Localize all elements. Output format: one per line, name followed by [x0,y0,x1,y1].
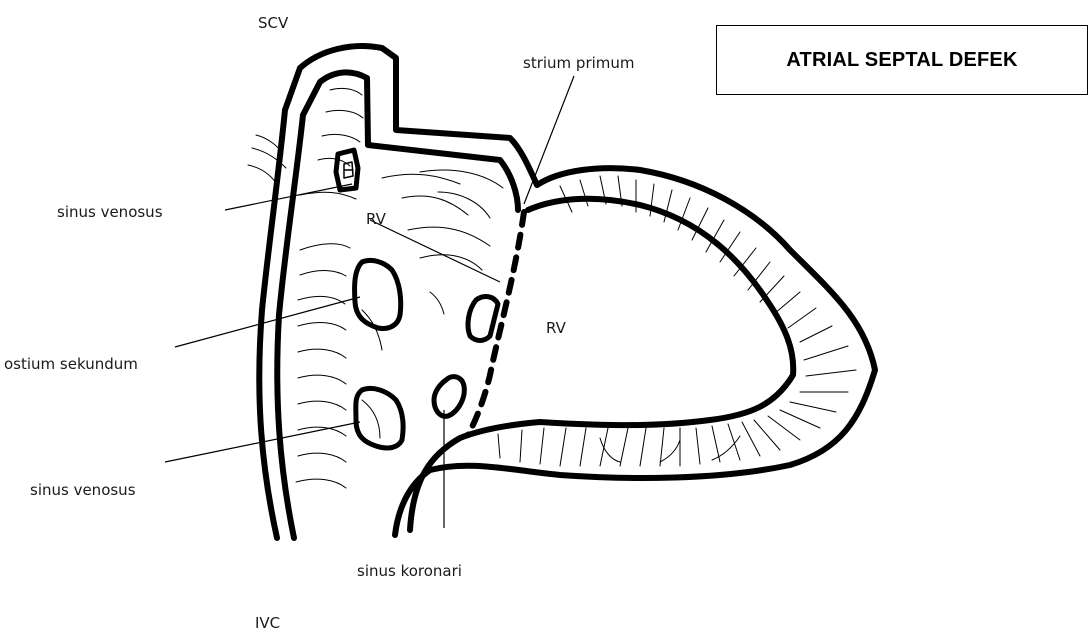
label-rv-upper: RV [366,210,387,228]
label-ostium-sekundum: ostium sekundum [4,355,138,373]
atrium-outer-wall [259,46,875,538]
ventricle-inner-wall [410,199,793,530]
label-scv: SCV [258,14,289,32]
defects [336,150,498,448]
ostium-sekundum-defect [355,260,401,328]
label-sinus-venosus-top: sinus venosus [57,203,163,221]
primum-defect [468,297,498,341]
label-ivc: IVC [255,614,280,632]
leader-sinus-venosus-top [225,184,352,210]
label-sinus-venosus-bottom: sinus venosus [30,481,136,499]
leader-ostium-sekundum [175,297,360,347]
sinus-venosus-bottom-defect [356,388,403,448]
labels: SCV strium primum sinus venosus RV RV os… [4,14,635,632]
label-strium-primum: strium primum [523,54,635,72]
leader-strium-primum [524,76,574,204]
label-sinus-koronari: sinus koronari [357,562,462,580]
leader-rv-upper [370,220,500,282]
septum-dashed [468,212,524,435]
heart-outline [259,46,875,538]
sinus-koronari-defect [434,377,464,417]
label-rv-right: RV [546,319,567,337]
